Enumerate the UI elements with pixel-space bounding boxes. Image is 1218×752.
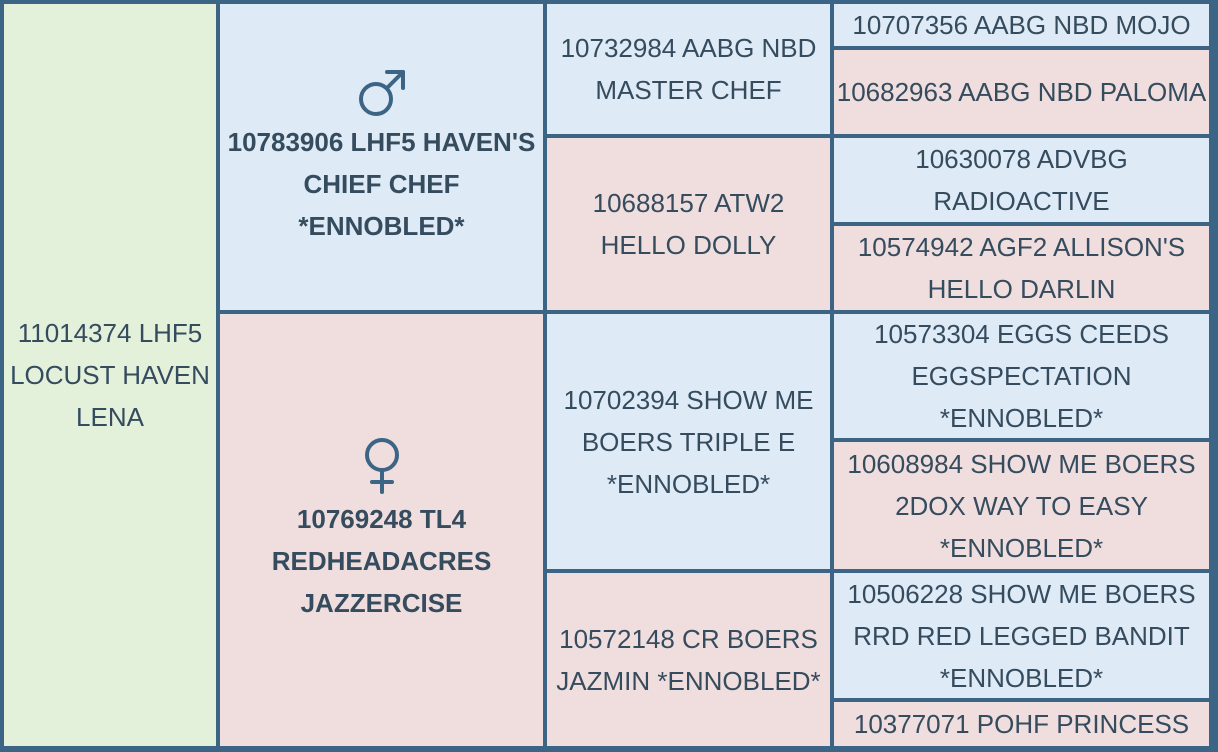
female-symbol-icon [360, 436, 404, 496]
dam-sire-name: 10702394 SHOW ME BOERS TRIPLE E *ENNOBLE… [563, 384, 814, 499]
dam-sire-dam-name: 10608984 SHOW ME BOERS 2DOX WAY TO EASY … [847, 448, 1196, 563]
dam-dam-cell: 10572148 CR BOERS JAZMIN *ENNOBLED* [547, 573, 830, 746]
sire-cell: 10783906 LHF5 HAVEN'S CHIEF CHEF *ENNOBL… [220, 4, 543, 310]
sire-sire-dam-cell: 10682963 AABG NBD PALOMA [834, 50, 1209, 134]
sire-sire-sire-cell: 10707356 AABG NBD MOJO [834, 4, 1209, 46]
sire-sire-name: 10732984 AABG NBD MASTER CHEF [560, 33, 817, 105]
animal-name: 11014374 LHF5 LOCUST HAVEN LENA [10, 318, 210, 432]
sire-dam-name: 10688157 ATW2 HELLO DOLLY [592, 188, 785, 260]
dam-name: 10769248 TL4 REDHEADACRES JAZZERCISE [271, 504, 492, 618]
dam-sire-dam-cell: 10608984 SHOW ME BOERS 2DOX WAY TO EASY … [834, 442, 1209, 569]
sire-dam-dam-name: 10574942 AGF2 ALLISON'S HELLO DARLIN [857, 232, 1186, 304]
dam-dam-dam-name: 10377071 POHF PRINCESS [853, 709, 1190, 739]
animal-cell: 11014374 LHF5 LOCUST HAVEN LENA [4, 4, 216, 746]
sire-dam-dam-cell: 10574942 AGF2 ALLISON'S HELLO DARLIN [834, 226, 1209, 310]
sire-dam-cell: 10688157 ATW2 HELLO DOLLY [547, 138, 830, 310]
sire-name: 10783906 LHF5 HAVEN'S CHIEF CHEF *ENNOBL… [227, 127, 536, 241]
sire-sire-sire-name: 10707356 AABG NBD MOJO [852, 10, 1191, 40]
sire-dam-sire-name: 10630078 ADVBG RADIOACTIVE [915, 144, 1128, 216]
male-symbol-icon [356, 67, 408, 119]
dam-sire-sire-cell: 10573304 EGGS CEEDS EGGSPECTATION *ENNOB… [834, 314, 1209, 438]
dam-sire-sire-name: 10573304 EGGS CEEDS EGGSPECTATION *ENNOB… [874, 319, 1169, 433]
dam-dam-dam-cell: 10377071 POHF PRINCESS [834, 702, 1209, 746]
dam-dam-sire-cell: 10506228 SHOW ME BOERS RRD RED LEGGED BA… [834, 573, 1209, 698]
dam-dam-name: 10572148 CR BOERS JAZMIN *ENNOBLED* [556, 623, 821, 696]
sire-dam-sire-cell: 10630078 ADVBG RADIOACTIVE [834, 138, 1209, 222]
dam-dam-sire-name: 10506228 SHOW ME BOERS RRD RED LEGGED BA… [847, 578, 1196, 693]
dam-cell: 10769248 TL4 REDHEADACRES JAZZERCISE [220, 314, 543, 746]
sire-sire-cell: 10732984 AABG NBD MASTER CHEF [547, 4, 830, 134]
dam-sire-cell: 10702394 SHOW ME BOERS TRIPLE E *ENNOBLE… [547, 314, 830, 569]
sire-sire-dam-name: 10682963 AABG NBD PALOMA [836, 77, 1207, 107]
